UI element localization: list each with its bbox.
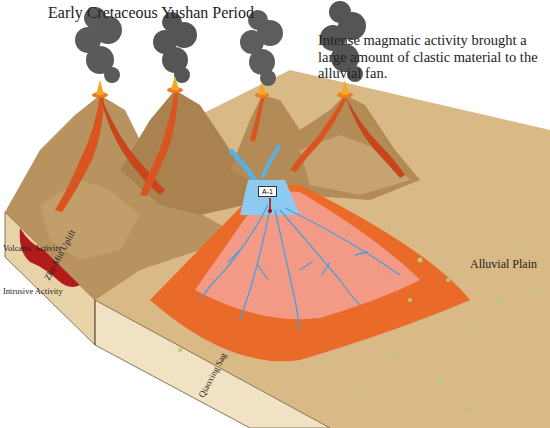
plain-surface (5, 70, 550, 428)
lava-flow (55, 95, 104, 212)
lava-flow (100, 95, 165, 195)
well-label-box: A-1 (258, 186, 277, 197)
vegetation (148, 243, 537, 413)
block-edge (95, 300, 96, 345)
river-channel (262, 145, 280, 178)
ash-cloud (240, 10, 283, 86)
diagram-title: Early Cretaceous Yushan Period (48, 4, 254, 22)
alluvial-fan (150, 185, 470, 361)
legend-text: Intrusive Activity (3, 287, 63, 297)
lava-flow (345, 95, 405, 178)
ash-cloud (153, 12, 197, 83)
lava-fountain (96, 76, 349, 95)
region-label: Alluvial Plain (470, 258, 537, 272)
well-name: A-1 (262, 187, 273, 196)
annotation-note: Intense magmatic activity brought a larg… (318, 32, 550, 82)
legend-text: Volcanic Activity (3, 244, 62, 254)
fan-apex-water (240, 180, 300, 215)
lava-flow (290, 95, 348, 172)
distributary-channels (200, 205, 400, 330)
lava-flow (250, 95, 265, 142)
well-marker (268, 209, 272, 213)
fan-inner-zone (195, 190, 420, 319)
well-marker (269, 198, 271, 210)
lava-flow (140, 90, 178, 196)
